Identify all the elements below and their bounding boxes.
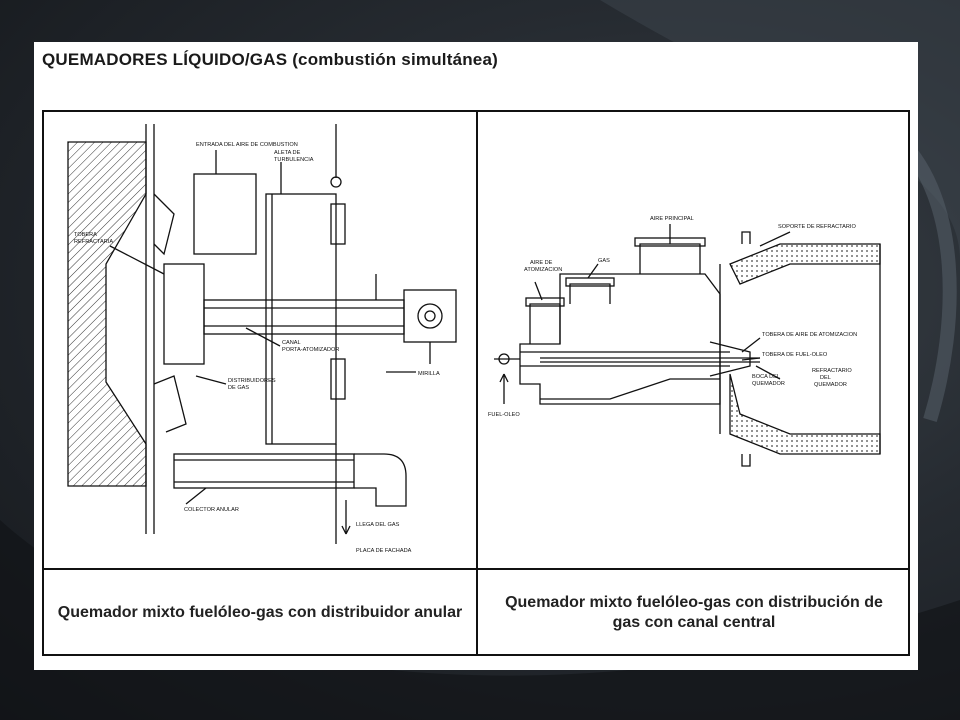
label-aire-atom-1: AIRE DE xyxy=(530,260,553,266)
label-aleta-1: ALETA DE xyxy=(274,150,301,156)
label-boca-2: QUEMADOR xyxy=(752,381,785,387)
label-mirilla: MIRILLA xyxy=(418,371,440,377)
right-burner-drawing: AIRE PRINCIPAL SOPORTE DE REFRACTARIO AI… xyxy=(488,216,881,467)
label-aire-atom-2: ATOMIZACION xyxy=(524,267,562,273)
title-sub: (combustión simultánea) xyxy=(292,50,498,69)
label-gas: GAS xyxy=(598,258,610,264)
label-tobera-1: TOBERA xyxy=(74,232,97,238)
label-distribuidores-2: DE GAS xyxy=(228,385,249,391)
label-boca-1: BOCA DEL xyxy=(752,374,780,380)
left-burner-diagram: ENTRADA DEL AIRE DE COMBUSTION ALETA DE … xyxy=(46,114,474,566)
label-tobera-aire: TOBERA DE AIRE DE ATOMIZACION xyxy=(762,332,857,338)
label-soporte: SOPORTE DE REFRACTARIO xyxy=(778,224,856,230)
label-refractario-2: DEL xyxy=(820,375,831,381)
caption-left: Quemador mixto fuelóleo-gas con distribu… xyxy=(57,604,463,621)
caption-right: Quemador mixto fuelóleo-gas con distribu… xyxy=(505,594,883,631)
label-colector: COLECTOR ANULAR xyxy=(184,507,239,513)
annular-collector xyxy=(173,453,355,489)
label-canal-1: CANAL xyxy=(282,340,301,346)
atomizer-canal xyxy=(203,299,405,335)
diagram-table: ENTRADA DEL AIRE DE COMBUSTION ALETA DE … xyxy=(42,110,910,656)
slide: QUEMADORES LÍQUIDO/GAS (combustión simul… xyxy=(34,42,918,670)
label-tobera-2: REFRACTARIA xyxy=(74,239,113,245)
right-burner-diagram: AIRE PRINCIPAL SOPORTE DE REFRACTARIO AI… xyxy=(480,114,908,566)
label-placa: PLACA DE FACHADA xyxy=(356,548,412,554)
refractory-wall xyxy=(67,141,147,487)
label-fuel-oleo: FUEL-OLEO xyxy=(488,412,520,418)
slide-title: QUEMADORES LÍQUIDO/GAS (combustión simul… xyxy=(42,50,498,70)
label-entrada-aire: ENTRADA DEL AIRE DE COMBUSTION xyxy=(196,142,298,148)
label-aleta-2: TURBULENCIA xyxy=(274,157,314,163)
table-horizontal-divider xyxy=(44,568,908,570)
label-canal-2: PORTA-ATOMIZADOR xyxy=(282,347,339,353)
label-refractario-3: QUEMADOR xyxy=(814,382,847,388)
table-vertical-divider xyxy=(476,112,478,654)
refractory-top xyxy=(729,243,881,285)
left-burner-drawing: ENTRADA DEL AIRE DE COMBUSTION ALETA DE … xyxy=(67,124,457,554)
title-main: QUEMADORES LÍQUIDO/GAS xyxy=(42,50,288,69)
label-distribuidores-1: DISTRIBUIDORES xyxy=(228,378,276,384)
label-llega-gas: LLEGA DEL GAS xyxy=(356,522,400,528)
label-aire-principal: AIRE PRINCIPAL xyxy=(650,216,694,222)
label-refractario-1: REFRACTARIO xyxy=(812,368,852,374)
label-tobera-fuel: TOBERA DE FUEL-OLEO xyxy=(762,352,828,358)
